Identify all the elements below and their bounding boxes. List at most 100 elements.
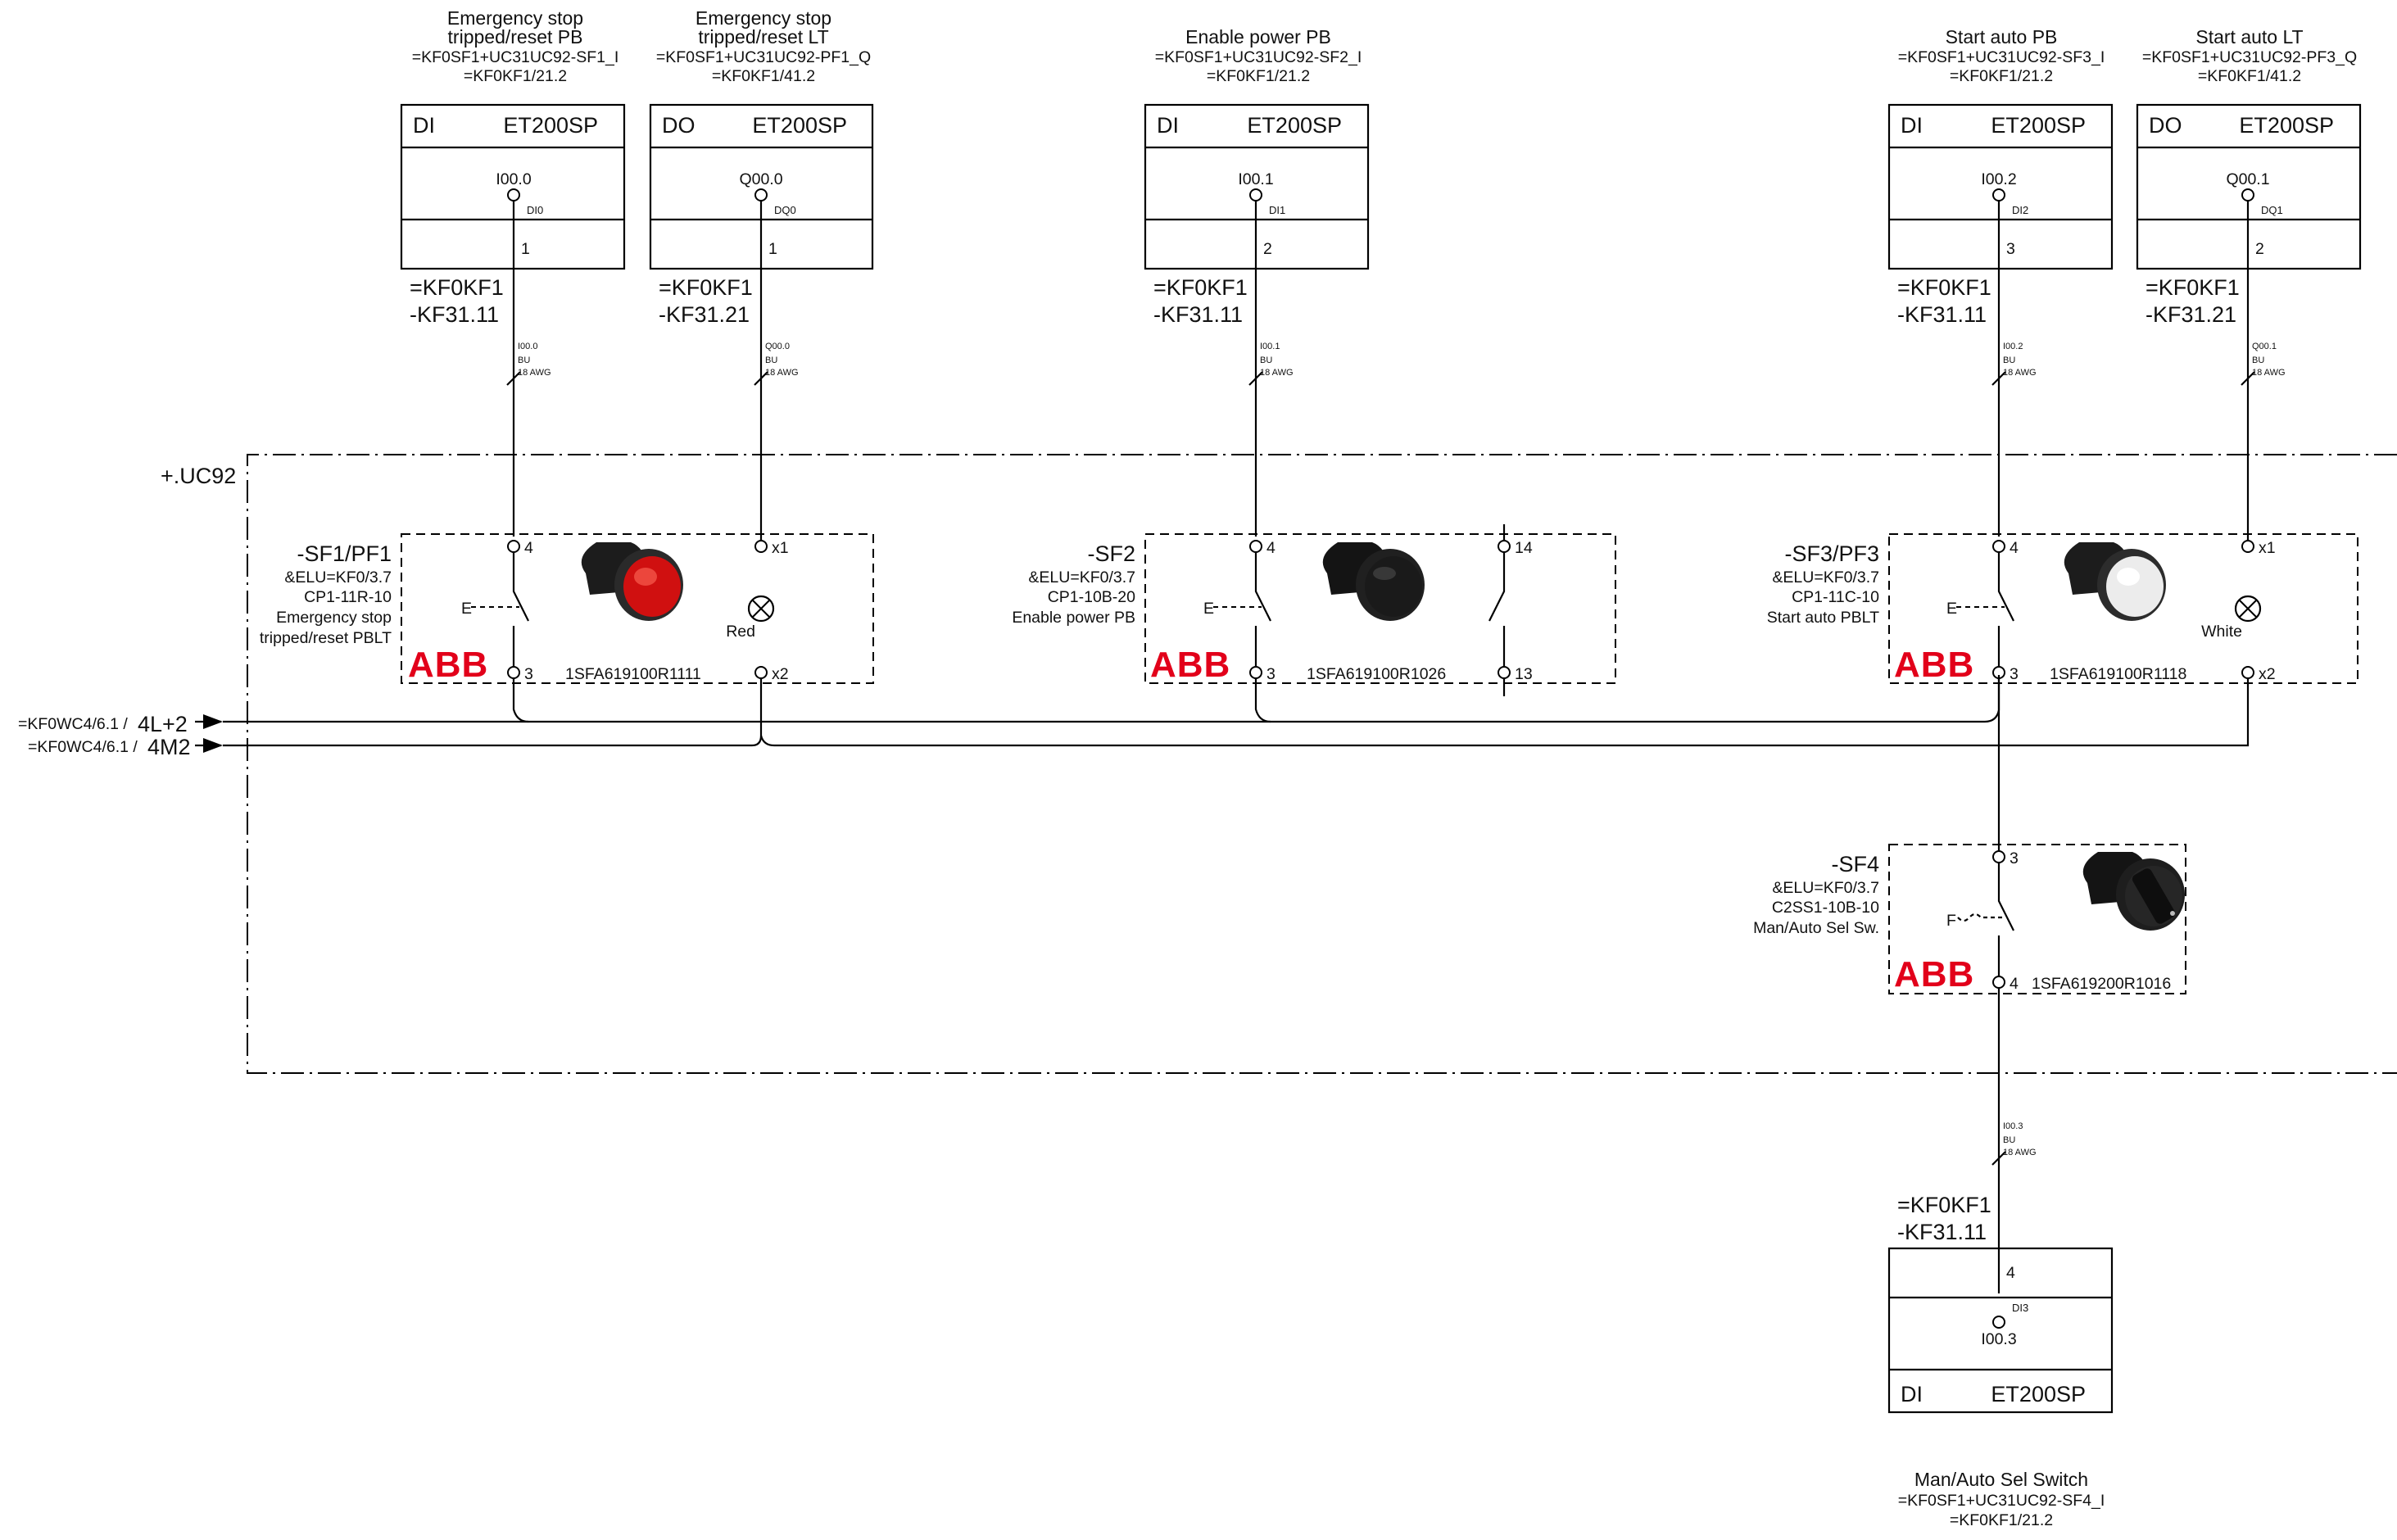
device-frame [401,533,874,684]
io-channel: DI2 [2012,204,2028,216]
io-module-sf4-di: I00.3 BU 18 AWG =KF0KF1 -KF31.11 4 DI3 I… [1887,1121,2114,1529]
wire-mark [754,371,768,386]
device-desc: Start auto PBLT [1767,609,1879,627]
device-desc: CP1-11C-10 [1792,588,1879,606]
wire-mark [1991,371,2006,386]
module-tag: =KF0KF1 [1153,275,1248,300]
bus-4m2 [223,674,763,747]
lamp-icon [747,595,775,623]
abb-logo: ABB [1894,645,1974,685]
wire-mark [506,371,521,386]
pin-number: 3 [2006,240,2015,258]
terminal [1249,540,1262,553]
io-channel: DI3 [2012,1302,2028,1314]
io-module-sf3-di: Start auto PB =KF0SF1+UC31UC92-SF3_I =KF… [1887,26,2114,537]
io-address: I00.0 [496,170,532,188]
module-name: ET200SP [2239,113,2334,138]
bus-tap-sf1 [512,674,529,723]
terminal-label: x1 [2259,539,2276,557]
title-line: Man/Auto Sel Switch [1914,1469,2088,1490]
title-ref: =KF0KF1/41.2 [712,67,815,85]
lamp-color-label: Red [726,623,755,641]
title-ref: =KF0SF1+UC31UC92-SF4_I [1898,1492,2105,1510]
title-ref: =KF0KF1/21.2 [1950,67,2053,85]
bus-4m2-return [759,674,2250,747]
arrow-right-icon [203,738,223,753]
part-number: 1SFA619100R1111 [565,665,701,683]
incoming-4m2: =KF0WC4/6.1 / 4M2 [28,735,223,759]
title-line: Enable power PB [1185,26,1331,48]
device-tag: -SF2 [1087,541,1135,566]
device-desc: tripped/reset PBLT [260,629,392,647]
module-name: ET200SP [752,113,847,138]
title-ref: =KF0SF1+UC31UC92-SF2_I [1155,48,1362,66]
device-tag: -SF3/PF3 [1784,541,1879,566]
incoming-4l2: =KF0WC4/6.1 / 4L+2 [18,712,223,736]
terminal-label: 4 [524,539,533,557]
device-sf1-pf1: -SF1/PF1 &ELU=KF0/3.7 CP1-11R-10 Emergen… [260,533,874,685]
terminal [1992,850,2005,863]
module-type: DI [1901,113,1923,138]
module-tag: =KF0KF1 [2146,275,2240,300]
terminal-label: 4 [2010,539,2019,557]
terminal [2241,188,2254,202]
terminal-label: 14 [1515,539,1533,557]
terminal [754,188,768,202]
switch-label: E [461,600,472,618]
device-desc: Emergency stop [276,609,392,627]
io-channel: DQ1 [2261,204,2283,216]
module-tag: -KF31.11 [1897,302,1987,327]
io-address: I00.2 [1981,170,2016,188]
terminal [1992,540,2005,553]
aux-contact-symbol [1488,552,1506,667]
wire-label: I00.1 [1260,342,1280,351]
module-tag: -KF31.11 [410,302,499,327]
module-name: ET200SP [503,113,598,138]
wire-label: BU [518,356,530,365]
pin-number: 2 [1263,240,1272,258]
title-ref: =KF0KF1/21.2 [1950,1511,2053,1529]
wire-mark [1991,1151,2006,1166]
title-line: Start auto LT [2195,26,2303,48]
device-desc: Enable power PB [1012,609,1135,627]
white-illuminated-pushbutton-icon [2064,542,2166,621]
title-ref: =KF0SF1+UC31UC92-PF1_Q [656,48,871,66]
module-name: ET200SP [1991,1382,2086,1406]
lamp-icon [2234,595,2262,623]
incoming-ref: =KF0WC4/6.1 / [18,715,128,733]
io-channel: DI0 [527,204,543,216]
title-ref: =KF0SF1+UC31UC92-PF3_Q [2142,48,2357,66]
io-module-pf3-do: Start auto LT =KF0SF1+UC31UC92-PF3_Q =KF… [2136,26,2362,541]
wire-mark [1248,371,1263,386]
device-sf4: -SF4 &ELU=KF0/3.7 C2SS1-10B-10 Man/Auto … [1753,675,2186,1293]
module-name: ET200SP [1991,113,2086,138]
terminal-label: 3 [2010,665,2019,683]
terminal-label: x2 [2259,665,2276,683]
module-type: DO [2149,113,2182,138]
module-tag: =KF0KF1 [1897,275,1991,300]
module-tag: -KF31.21 [659,302,750,327]
device-desc: CP1-10B-20 [1048,588,1135,606]
red-illuminated-pushbutton-icon [581,542,683,621]
title-line: tripped/reset LT [698,26,828,48]
switch-label: E [1946,600,1957,618]
terminal [1992,1316,2005,1329]
module-tag: -KF31.11 [1897,1220,1987,1244]
terminal [507,666,520,679]
part-number: 1SFA619100R1026 [1307,665,1446,683]
terminal [507,188,520,202]
location-label: +.UC92 [161,464,236,488]
no-contact-symbol [1997,552,2014,668]
incoming-signal: 4L+2 [138,712,188,736]
module-box [1887,1247,2114,1414]
module-tag: =KF0KF1 [1897,1193,1991,1217]
terminal [2241,666,2254,679]
io-module-sf2-di: Enable power PB =KF0SF1+UC31UC92-SF2_I =… [1144,26,1370,537]
module-name: ET200SP [1247,113,1342,138]
module-type: DI [1157,113,1179,138]
wire-label: Q00.1 [2252,342,2277,351]
pin-number: 1 [521,240,530,258]
bus-4l2 [223,675,2001,723]
abb-logo: ABB [408,645,488,685]
